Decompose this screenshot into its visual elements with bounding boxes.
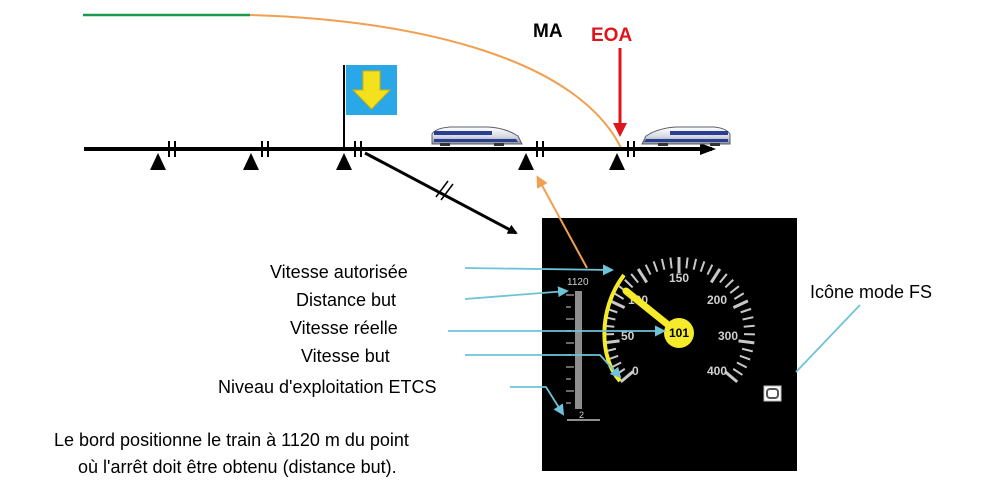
train-icon: [641, 126, 731, 146]
speed-scale-tick: [738, 339, 755, 345]
caption-line-2: où l'arrêt doit être obtenu (distance bu…: [78, 457, 397, 477]
label-etcs-level: Niveau d'exploitation ETCS: [218, 377, 437, 397]
eoa-label: EOA: [591, 25, 632, 46]
speed-scale-tick: [619, 370, 635, 384]
speed-scale-tick: [692, 258, 698, 270]
speed-scale-tick: [669, 257, 673, 269]
current-speed-value: 101: [669, 326, 689, 340]
speed-scale-tick: [719, 273, 728, 284]
ma-label: MA: [533, 21, 563, 42]
dmi-panel: 1120 2 0 50 100 150 200 300 400 101: [542, 218, 797, 471]
balise-triangle-icon: [609, 153, 625, 170]
label-permitted-speed: Vitesse autorisée: [270, 262, 408, 282]
speed-scale-tick: [723, 370, 739, 384]
speed-scale-tick: [699, 261, 706, 273]
balise-triangle-icon: [518, 153, 534, 170]
speed-scale-tick: [739, 354, 751, 361]
orange-pointer-arrow: [536, 175, 588, 269]
distance-value: 1120: [567, 277, 589, 288]
speed-scale-tick: [743, 324, 755, 328]
speed-scale-tick: [732, 368, 743, 376]
speed-scale-tick: [736, 361, 748, 369]
ma-curve: [249, 14, 623, 151]
balise-group: [609, 141, 635, 170]
caption-line-1: Le bord positionne le train à 1120 m du …: [54, 430, 409, 450]
speed-scale-tick: [685, 257, 689, 269]
speed-scale-tick: [724, 279, 734, 289]
distance-bottom-label: 2: [579, 410, 584, 420]
speed-scale-tick: [636, 268, 649, 284]
callouts: [448, 175, 861, 416]
speed-scale-tick: [729, 285, 740, 294]
speed-needle: [622, 287, 676, 332]
train-icon: [431, 126, 523, 146]
label-actual-speed: Vitesse réelle: [290, 318, 398, 338]
callout-target-distance: [464, 286, 569, 300]
label-target-speed: Vitesse but: [301, 346, 390, 366]
balise-group: [336, 141, 362, 170]
zoom-arrow-break-mark: [435, 180, 449, 198]
track-direction-arrowhead: [700, 143, 716, 155]
zoom-arrow-break-mark: [440, 183, 454, 201]
speed-scale-tick: [709, 268, 722, 284]
speed-label-0: 0: [632, 364, 639, 378]
callout-target-speed: [465, 354, 622, 379]
speed-scale-tick: [624, 279, 634, 289]
zoom-arrow: [364, 151, 518, 235]
balise-group: [150, 141, 176, 170]
speed-label-400: 400: [707, 364, 727, 378]
label-target-distance: Distance but: [296, 290, 396, 310]
speed-label-300: 300: [718, 329, 738, 343]
distance-bar-fill: [575, 291, 582, 409]
signal-board: [343, 65, 397, 150]
balise-group: [518, 141, 544, 170]
callout-permitted-speed: [464, 264, 614, 276]
distance-bar: [567, 291, 600, 421]
speed-label-200: 200: [707, 293, 727, 307]
speed-scale-tick: [660, 258, 666, 270]
fs-mode-icon: [763, 385, 782, 402]
speed-scale-tick: [652, 261, 659, 273]
speed-scale-tick: [630, 273, 639, 284]
speed-scale-tick: [740, 307, 752, 314]
balise-triangle-icon: [150, 153, 166, 170]
speed-scale-tick: [644, 264, 652, 276]
speed-scale-tick: [742, 316, 754, 321]
callout-fs-mode-icon: [795, 304, 861, 373]
yellow-down-arrow-icon: [351, 70, 392, 110]
speed-scale-tick: [613, 292, 625, 300]
speed-scale-tick: [706, 264, 714, 276]
balise-triangle-icon: [336, 153, 352, 170]
speed-scale-tick: [609, 299, 626, 310]
balise-group: [243, 141, 269, 170]
speed-label-150: 150: [669, 271, 689, 285]
track-diagram: MA EOA: [83, 13, 731, 235]
speed-scale-tick: [741, 347, 753, 353]
speed-scale-tick: [732, 299, 749, 310]
speed-label-50: 50: [621, 329, 635, 343]
label-fs-mode-icon: Icône mode FS: [810, 282, 932, 302]
callout-etcs-level: [510, 386, 565, 416]
speed-scale-tick: [733, 292, 745, 300]
speed-hub: [664, 318, 694, 348]
balise-triangle-icon: [243, 153, 259, 170]
